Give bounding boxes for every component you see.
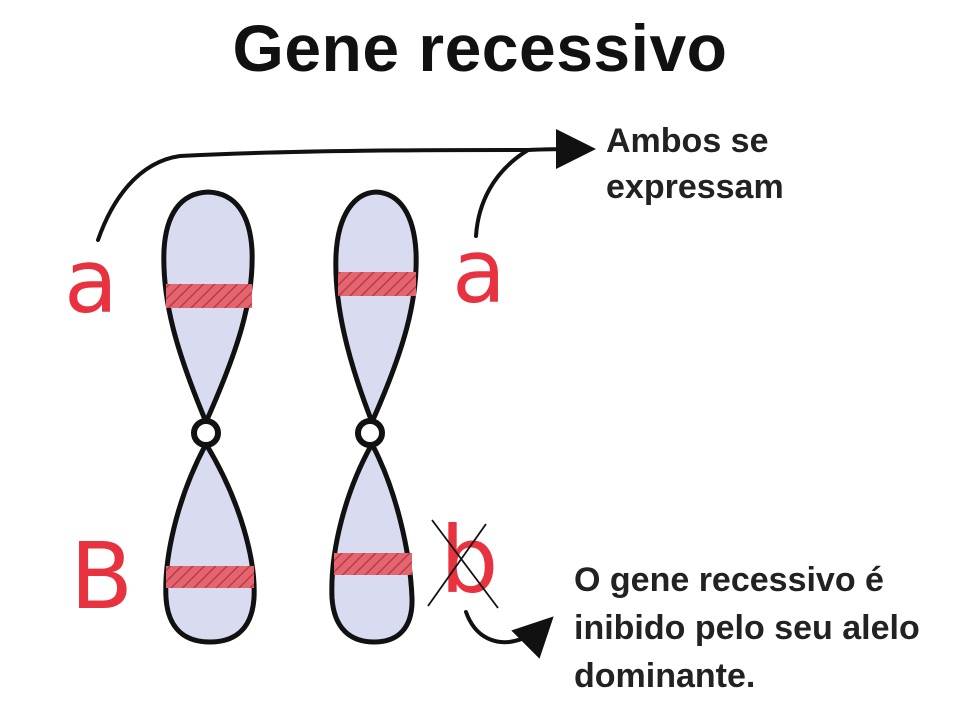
chromosome-right (329, 189, 419, 645)
annotation-bottom-line-3: dominante. (574, 657, 756, 695)
allele-left-top: a (64, 230, 118, 333)
band-right-lower (334, 553, 412, 575)
annotation-bottom-line-2: inibido pelo seu alelo (574, 609, 920, 647)
page-title: Gene recessivo (232, 11, 728, 85)
arrow-expressed-left (96, 148, 530, 242)
chromosome-left (161, 189, 257, 645)
annotation-top-line-2: expressam (606, 168, 784, 206)
arrow-expressed-right (474, 129, 596, 238)
cross-out-mark (427, 519, 499, 609)
annotation-top-line-1: Ambos se (606, 122, 769, 160)
chromatid-right-upper (333, 189, 419, 425)
band-right-upper (338, 272, 416, 296)
centromere-left (191, 418, 221, 448)
allele-right-top: a (452, 220, 506, 323)
arrow-inhibited (464, 610, 554, 659)
band-left-lower (166, 566, 254, 588)
centromere-right (355, 418, 385, 448)
chromatid-right-lower (329, 441, 415, 645)
allele-left-bottom: B (70, 523, 133, 630)
chromatid-left-lower (163, 441, 257, 645)
annotation-recessive-inhibited: O gene recessivo é inibido pelo seu alel… (574, 556, 959, 700)
annotation-both-expressed: Ambos se expressam (606, 118, 866, 210)
annotation-bottom-line-1: O gene recessivo é (574, 561, 884, 599)
band-left-upper (166, 284, 252, 308)
